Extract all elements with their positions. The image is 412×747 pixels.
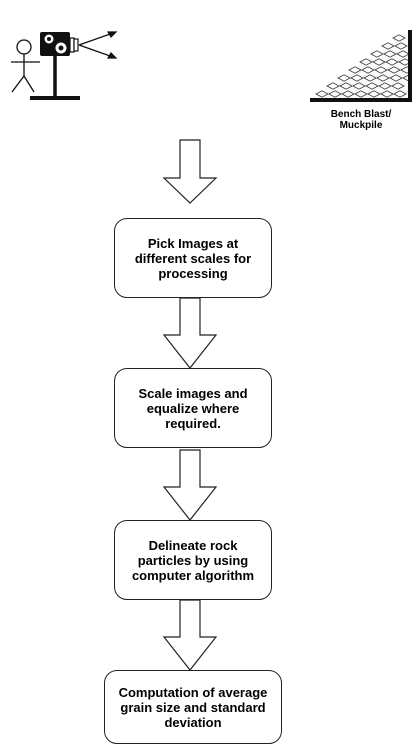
- down-arrow-icon: [162, 599, 218, 671]
- muckpile-rock-fragment: [359, 58, 373, 66]
- muckpile-rock-fragment: [367, 90, 381, 98]
- camera-icon: [30, 32, 80, 100]
- muckpile-rock-fragment: [352, 82, 366, 90]
- camera-view-arrows-icon: [78, 31, 118, 59]
- flow-step-pick-images: Pick Images at different scales for proc…: [114, 218, 272, 298]
- muckpile-rock-fragment: [392, 34, 406, 42]
- down-arrow-icon: [162, 297, 218, 369]
- muckpile-label: Bench Blast/ Muckpile: [330, 109, 392, 131]
- muckpile-rock-fragment: [394, 42, 408, 50]
- muckpile-rock-fragment: [387, 66, 401, 74]
- muckpile-rock-fragment: [380, 90, 394, 98]
- muckpile-rock-fragment: [374, 66, 388, 74]
- person-icon: [11, 39, 40, 93]
- muckpile-rock-fragment: [372, 58, 386, 66]
- flow-step-computation: Computation of average grain size and st…: [104, 670, 282, 744]
- muckpile-rock-fragment: [391, 82, 405, 90]
- muckpile-icon: [310, 30, 412, 102]
- muckpile-rock-fragment: [378, 82, 392, 90]
- muckpile-rock-fragment: [363, 74, 377, 82]
- muckpile-rock-fragment: [381, 42, 395, 50]
- muckpile-rock-fragment: [326, 82, 340, 90]
- muckpile-rock-fragment: [350, 74, 364, 82]
- muckpile-rock-fragment: [370, 50, 384, 58]
- muckpile-rock-fragment: [383, 50, 397, 58]
- muckpile-rock-fragment: [328, 90, 342, 98]
- down-arrow-icon: [162, 449, 218, 521]
- muckpile-rock-fragment: [389, 74, 403, 82]
- muckpile-rock-fragment: [354, 90, 368, 98]
- muckpile-rock-fragment: [315, 90, 329, 98]
- down-arrow-icon: [162, 139, 218, 204]
- muckpile-rock-fragment: [361, 66, 375, 74]
- muckpile-rock-fragment: [385, 58, 399, 66]
- muckpile-rock-fragment: [348, 66, 362, 74]
- muckpile-rock-fragment: [365, 82, 379, 90]
- muckpile-rock-fragment: [339, 82, 353, 90]
- muckpile-rock-fragment: [393, 90, 407, 98]
- flow-step-delineate-particles: Delineate rock particles by using comput…: [114, 520, 272, 600]
- muckpile-rock-fragment: [341, 90, 355, 98]
- flow-step-scale-images: Scale images and equalize where required…: [114, 368, 272, 448]
- muckpile-rock-fragment: [376, 74, 390, 82]
- muckpile-rock-fragment: [337, 74, 351, 82]
